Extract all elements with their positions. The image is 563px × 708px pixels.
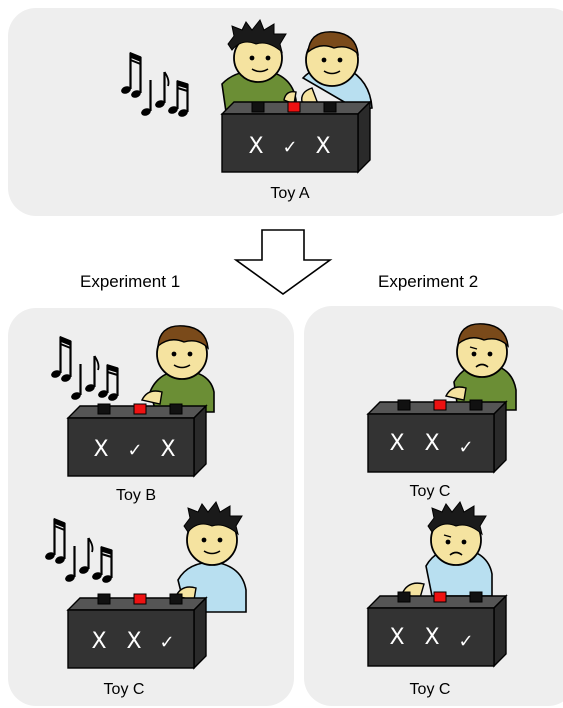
box-mark: X bbox=[315, 134, 330, 159]
toy-c-label: Toy C bbox=[104, 681, 145, 698]
music-notes-icon bbox=[118, 51, 191, 120]
music-notes-icon bbox=[42, 517, 115, 586]
child-green-shirt bbox=[221, 19, 297, 113]
music-notes-icon bbox=[48, 335, 121, 404]
box-mark: ✓ bbox=[282, 137, 297, 158]
child-green-shirt bbox=[444, 323, 517, 411]
toy-b-label: Toy B bbox=[116, 487, 156, 504]
experiment-2-title: Experiment 2 bbox=[378, 272, 479, 291]
child-blue-shirt bbox=[174, 501, 247, 613]
box-mark: X bbox=[424, 625, 439, 650]
box-mark: X bbox=[91, 629, 106, 654]
active-button bbox=[133, 593, 147, 605]
child-blue-shirt bbox=[301, 31, 373, 111]
box-mark: X bbox=[389, 431, 404, 456]
toy-a-label: Toy A bbox=[270, 185, 309, 202]
box-mark: X bbox=[424, 431, 439, 456]
toy-c-label: Toy C bbox=[410, 483, 451, 500]
toy-c-label: Toy C bbox=[410, 681, 451, 698]
box-mark: X bbox=[126, 629, 141, 654]
box-mark: ✓ bbox=[127, 440, 142, 461]
toy-box-c: X X ✓ bbox=[66, 593, 208, 670]
down-arrow-icon bbox=[233, 229, 333, 295]
toy-box-a: X ✓ X bbox=[220, 100, 372, 174]
box-mark: ✓ bbox=[458, 437, 473, 458]
child-green-shirt bbox=[140, 325, 215, 413]
box-mark: X bbox=[160, 437, 175, 462]
box-mark: X bbox=[248, 134, 263, 159]
experiment-1-title: Experiment 1 bbox=[80, 272, 181, 291]
active-button bbox=[287, 101, 301, 113]
box-mark: ✓ bbox=[159, 632, 174, 653]
active-button bbox=[433, 399, 447, 411]
toy-box-c: X X ✓ bbox=[366, 399, 508, 474]
toy-box-c: X X ✓ bbox=[366, 591, 508, 668]
active-button bbox=[133, 403, 147, 415]
box-mark: X bbox=[93, 437, 108, 462]
box-mark: ✓ bbox=[458, 631, 473, 652]
child-blue-shirt bbox=[401, 501, 493, 599]
box-mark: X bbox=[389, 625, 404, 650]
active-button bbox=[433, 591, 447, 603]
toy-box-b: X ✓ X bbox=[66, 403, 208, 478]
